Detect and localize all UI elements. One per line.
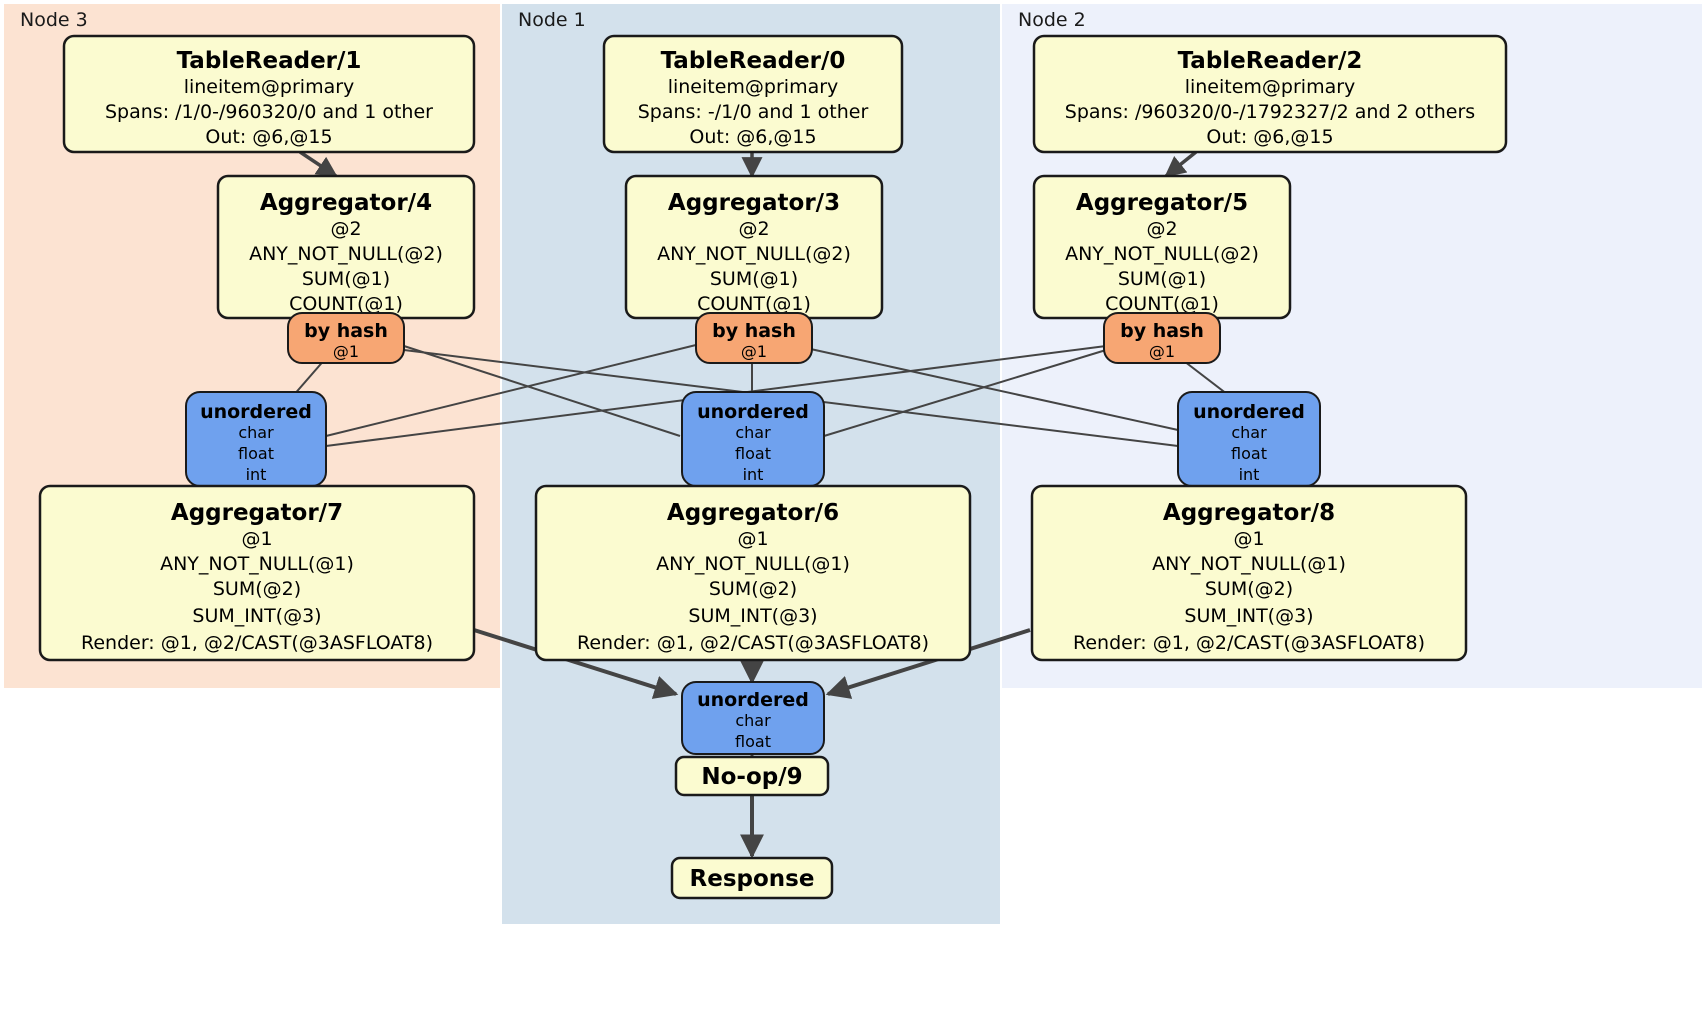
noop-9-title: No-op/9 [701, 764, 802, 790]
unordered-center-title: unordered [697, 401, 809, 423]
edge-hash-left-to-unordered-center [403, 345, 681, 437]
tablereader-0-line-1: Spans: -/1/0 and 1 other [638, 101, 869, 123]
aggregator-6-line-1: ANY_NOT_NULL(@1) [656, 553, 850, 575]
router-unordered-center[interactable]: unordered char float int [681, 391, 825, 487]
response-title: Response [690, 866, 815, 892]
aggregator-4-line-1: ANY_NOT_NULL(@2) [249, 243, 443, 265]
unordered-center-line-1: float [735, 444, 771, 463]
router-unordered-final[interactable]: unordered char float [681, 681, 825, 755]
by-hash-center-title: by hash [712, 320, 796, 342]
by-hash-left-line-0: @1 [333, 342, 359, 361]
aggregator-5-line-1: ANY_NOT_NULL(@2) [1065, 243, 1259, 265]
aggregator-7-line-3: SUM_INT(@3) [192, 605, 321, 627]
edge-hash-right-to-unordered-center [823, 349, 1107, 437]
tablereader-2-line-1: Spans: /960320/0-/1792327/2 and 2 others [1065, 101, 1475, 123]
aggregator-6-title: Aggregator/6 [667, 500, 839, 526]
tablereader-0-line-0: lineitem@primary [668, 76, 839, 98]
aggregator-8-line-0: @1 [1233, 528, 1264, 550]
unordered-final-line-1: float [735, 732, 771, 751]
unordered-left-title: unordered [200, 401, 312, 423]
edge-agg7-to-final [473, 628, 679, 699]
aggregator-3-line-2: SUM(@1) [710, 268, 798, 290]
aggregator-4-line-2: SUM(@1) [302, 268, 390, 290]
router-by-hash-left[interactable]: by hash @1 [287, 312, 405, 364]
tablereader-2-line-0: lineitem@primary [1185, 76, 1356, 98]
aggregator-7-title: Aggregator/7 [171, 500, 343, 526]
aggregator-7-line-1: ANY_NOT_NULL(@1) [160, 553, 354, 575]
aggregator-6-line-4: Render: @1, @2/CAST(@3ASFLOAT8) [577, 632, 929, 654]
tablereader-1-line-1: Spans: /1/0-/960320/0 and 1 other [105, 101, 433, 123]
aggregator-5-line-2: SUM(@1) [1118, 268, 1206, 290]
unordered-center-line-0: char [735, 423, 771, 442]
panel-node1-label: Node 1 [518, 9, 586, 31]
edge-tr2-agg5 [1164, 150, 1198, 178]
processor-noop-9[interactable]: No-op/9 [674, 755, 830, 797]
processor-tablereader-1[interactable]: TableReader/1 lineitem@primary Spans: /1… [62, 34, 476, 154]
processor-aggregator-4[interactable]: Aggregator/4 @2 ANY_NOT_NULL(@2) SUM(@1)… [216, 174, 476, 320]
router-by-hash-right[interactable]: by hash @1 [1103, 312, 1221, 364]
aggregator-4-title: Aggregator/4 [260, 190, 432, 216]
aggregator-5-line-0: @2 [1146, 218, 1177, 240]
processor-aggregator-6[interactable]: Aggregator/6 @1 ANY_NOT_NULL(@1) SUM(@2)… [534, 484, 972, 662]
processor-tablereader-0[interactable]: TableReader/0 lineitem@primary Spans: -/… [602, 34, 904, 154]
unordered-left-line-1: float [238, 444, 274, 463]
tablereader-1-title: TableReader/1 [177, 48, 362, 74]
aggregator-7-line-0: @1 [241, 528, 272, 550]
tablereader-0-title: TableReader/0 [661, 48, 846, 74]
aggregator-6-line-0: @1 [737, 528, 768, 550]
unordered-right-line-2: int [1239, 465, 1260, 484]
processor-response[interactable]: Response [670, 856, 834, 900]
unordered-right-line-0: char [1231, 423, 1267, 442]
aggregator-3-line-3: COUNT(@1) [697, 293, 811, 315]
aggregator-5-title: Aggregator/5 [1076, 190, 1248, 216]
router-by-hash-center[interactable]: by hash @1 [695, 312, 813, 364]
router-unordered-left[interactable]: unordered char float int [185, 391, 327, 487]
edge-agg8-to-final [825, 628, 1031, 699]
tablereader-2-title: TableReader/2 [1178, 48, 1363, 74]
unordered-left-line-0: char [238, 423, 274, 442]
tablereader-2-line-2: Out: @6,@15 [1206, 126, 1333, 148]
by-hash-right-line-0: @1 [1149, 342, 1175, 361]
aggregator-7-line-2: SUM(@2) [213, 578, 301, 600]
router-unordered-right[interactable]: unordered char float int [1177, 391, 1321, 487]
unordered-final-title: unordered [697, 689, 809, 711]
unordered-final-line-0: char [735, 711, 771, 730]
unordered-center-line-2: int [743, 465, 764, 484]
aggregator-8-line-4: Render: @1, @2/CAST(@3ASFLOAT8) [1073, 632, 1425, 654]
by-hash-center-line-0: @1 [741, 342, 767, 361]
aggregator-8-line-1: ANY_NOT_NULL(@1) [1152, 553, 1346, 575]
panel-node3-label: Node 3 [20, 9, 88, 31]
aggregator-8-line-3: SUM_INT(@3) [1184, 605, 1313, 627]
processor-aggregator-3[interactable]: Aggregator/3 @2 ANY_NOT_NULL(@2) SUM(@1)… [624, 174, 884, 320]
edge-tr1-agg4 [299, 150, 338, 178]
edge-hash-center-to-unordered-right [805, 347, 1179, 431]
aggregator-6-line-2: SUM(@2) [709, 578, 797, 600]
aggregator-3-line-1: ANY_NOT_NULL(@2) [657, 243, 851, 265]
unordered-right-title: unordered [1193, 401, 1305, 423]
unordered-right-line-1: float [1231, 444, 1267, 463]
aggregator-4-line-3: COUNT(@1) [289, 293, 403, 315]
processor-tablereader-2[interactable]: TableReader/2 lineitem@primary Spans: /9… [1032, 34, 1508, 154]
edge-hash-center-to-unordered-left [325, 343, 701, 437]
tablereader-0-line-2: Out: @6,@15 [689, 126, 816, 148]
aggregator-5-line-3: COUNT(@1) [1105, 293, 1219, 315]
processor-aggregator-7[interactable]: Aggregator/7 @1 ANY_NOT_NULL(@1) SUM(@2)… [38, 484, 476, 662]
aggregator-3-title: Aggregator/3 [668, 190, 840, 216]
by-hash-right-title: by hash [1120, 320, 1204, 342]
aggregator-8-line-2: SUM(@2) [1205, 578, 1293, 600]
aggregator-4-line-0: @2 [330, 218, 361, 240]
by-hash-left-title: by hash [304, 320, 388, 342]
panel-node2-label: Node 2 [1018, 9, 1086, 31]
processor-aggregator-5[interactable]: Aggregator/5 @2 ANY_NOT_NULL(@2) SUM(@1)… [1032, 174, 1292, 320]
tablereader-1-line-2: Out: @6,@15 [205, 126, 332, 148]
aggregator-8-title: Aggregator/8 [1163, 500, 1335, 526]
aggregator-3-line-0: @2 [738, 218, 769, 240]
processor-aggregator-8[interactable]: Aggregator/8 @1 ANY_NOT_NULL(@1) SUM(@2)… [1030, 484, 1468, 662]
tablereader-1-line-0: lineitem@primary [184, 76, 355, 98]
aggregator-6-line-3: SUM_INT(@3) [688, 605, 817, 627]
aggregator-7-line-4: Render: @1, @2/CAST(@3ASFLOAT8) [81, 632, 433, 654]
unordered-left-line-2: int [246, 465, 267, 484]
